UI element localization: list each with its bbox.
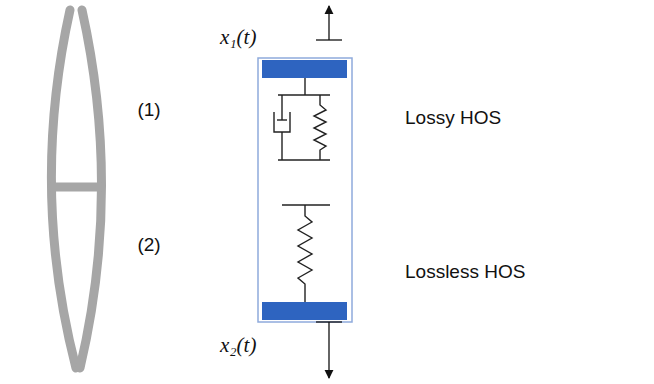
- lossy-element: [274, 78, 330, 160]
- element-label: Lossy HOS: [405, 107, 501, 129]
- top-mass: [262, 60, 347, 78]
- displacement-arrows: [316, 6, 342, 378]
- displacement-label: x₂(t): [220, 333, 256, 357]
- leaf-shape: [51, 10, 101, 368]
- housing-outline: [258, 58, 352, 322]
- part-number: (2): [137, 234, 160, 256]
- element-label: Lossless HOS: [405, 261, 525, 283]
- bottom-mass: [262, 302, 347, 320]
- part-number: (1): [137, 99, 160, 121]
- displacement-label: x₁(t): [220, 25, 256, 49]
- lossless-spring: [282, 205, 330, 302]
